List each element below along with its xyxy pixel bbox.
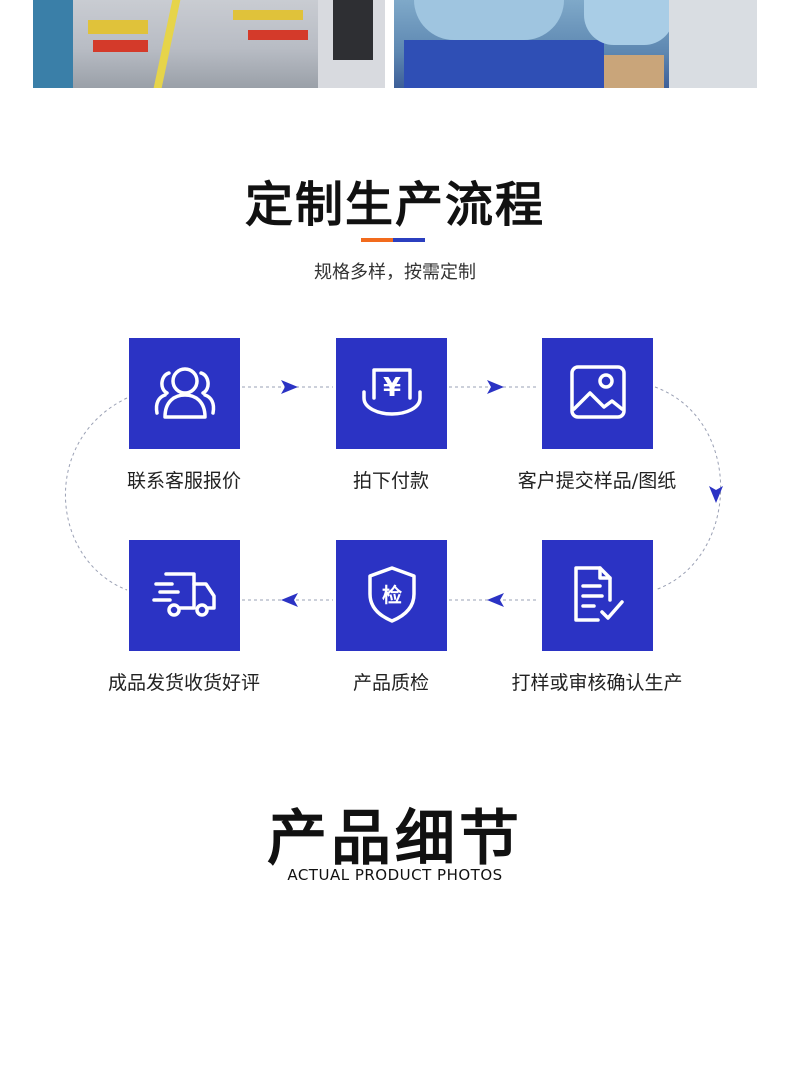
step-label: 打样或审核确认生产 — [511, 672, 683, 694]
payment-glyph: ¥ — [382, 373, 400, 403]
step-payment: ¥ — [336, 338, 447, 449]
step-sample-confirm — [542, 540, 653, 651]
step-label: 成品发货收货好评 — [107, 672, 260, 694]
step-delivery — [129, 540, 240, 651]
step-contact-quote — [129, 338, 240, 449]
details-subtitle: ACTUAL PRODUCT PHOTOS — [287, 866, 503, 884]
factory-photo-right — [394, 0, 757, 88]
inspection-shield-icon: 检 — [366, 564, 418, 628]
details-title: 产品细节 — [267, 804, 523, 874]
step-submit-sample — [542, 338, 653, 449]
image-icon — [568, 363, 628, 425]
document-check-icon — [570, 564, 626, 628]
title-underline-orange — [361, 238, 393, 242]
step-label: 联系客服报价 — [126, 470, 241, 492]
step-quality-inspection: 检 — [336, 540, 447, 651]
step-label: 客户提交样品/图纸 — [517, 470, 677, 492]
delivery-truck-icon — [151, 566, 218, 626]
process-title: 定制生产流程 — [244, 177, 545, 233]
process-subtitle: 规格多样，按需定制 — [314, 262, 476, 283]
factory-photo-left — [33, 0, 385, 88]
title-underline-blue — [393, 238, 425, 242]
payment-icon: ¥ — [360, 364, 424, 424]
users-icon — [151, 363, 219, 425]
inspect-glyph: 检 — [382, 583, 402, 607]
step-label: 拍下付款 — [352, 470, 429, 492]
step-label: 产品质检 — [352, 672, 429, 694]
